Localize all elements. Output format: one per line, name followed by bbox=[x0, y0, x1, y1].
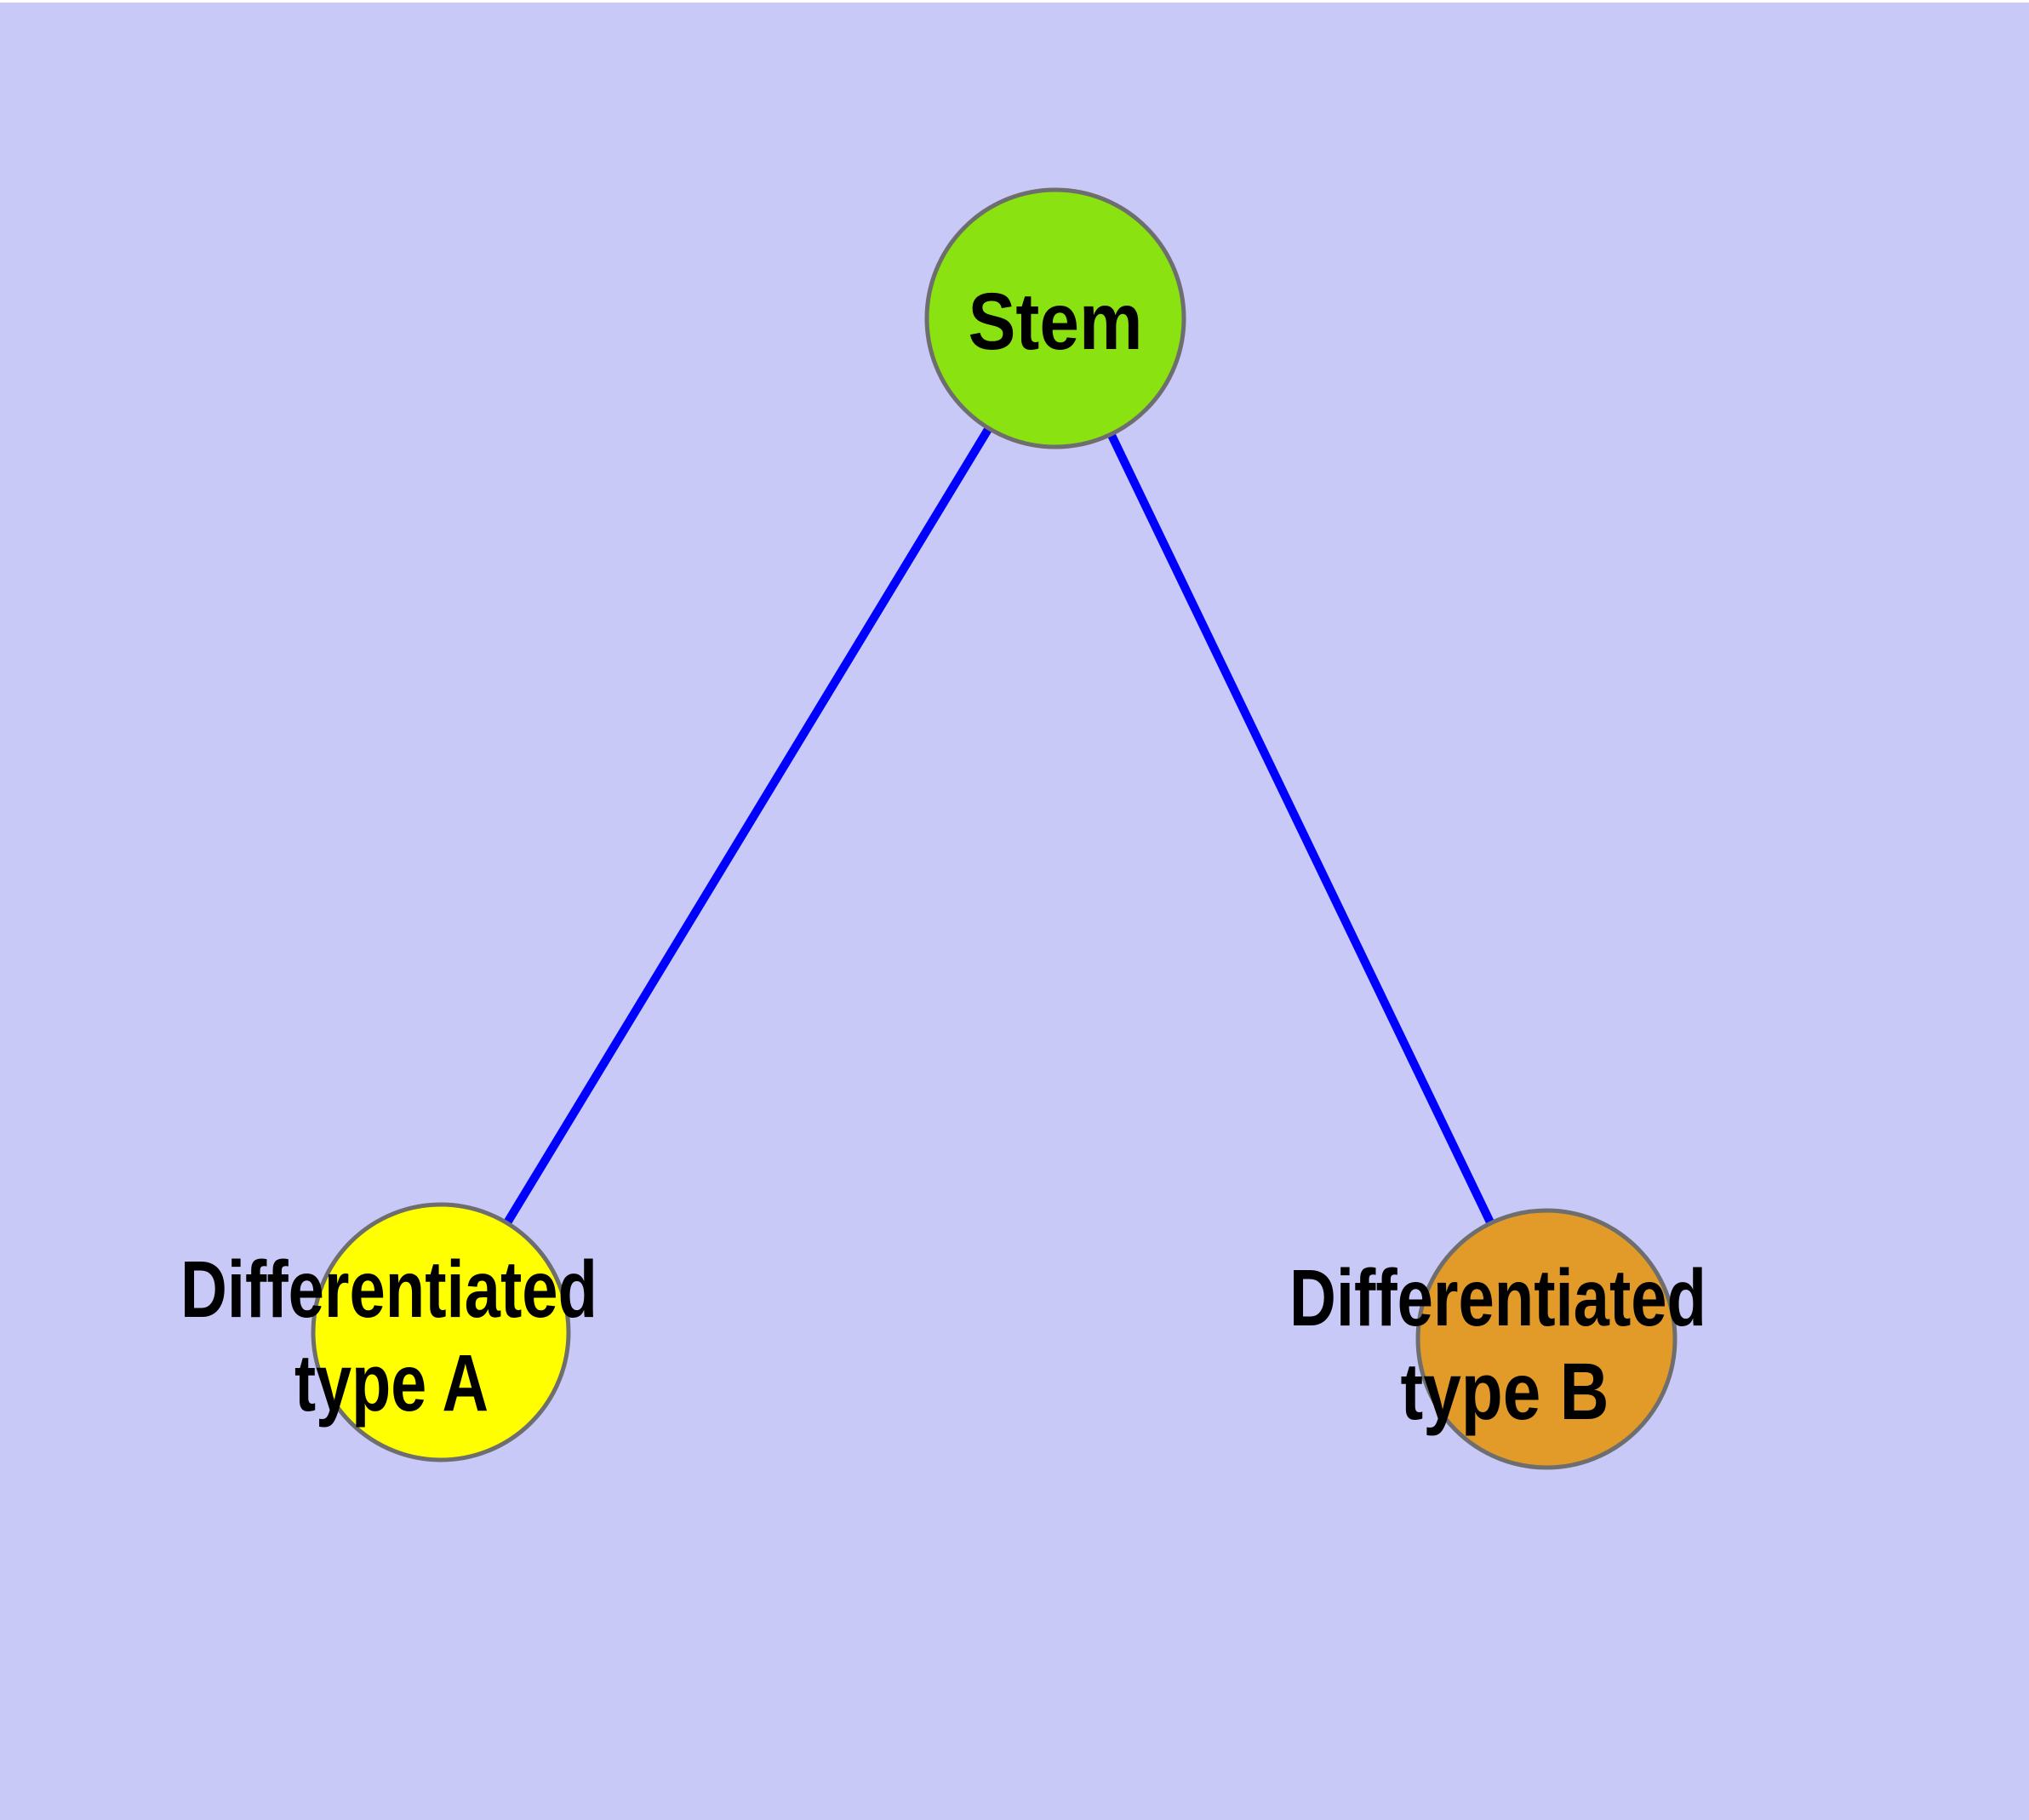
edge-stem-to-type-a bbox=[437, 316, 1060, 1335]
node-type-a-label-line1: Differentiated bbox=[180, 1245, 597, 1335]
node-stem-label: Stem bbox=[969, 277, 1143, 367]
top-margin-strip bbox=[0, 0, 2029, 3]
node-type-a bbox=[311, 1202, 571, 1462]
node-type-a-label-line2: type A bbox=[294, 1338, 489, 1428]
edge-stem-to-type-b bbox=[1051, 316, 1551, 1342]
node-type-b-label-line1: Differentiated bbox=[1289, 1253, 1706, 1343]
node-type-b bbox=[1415, 1208, 1677, 1470]
node-type-b-label-line2: type B bbox=[1401, 1347, 1609, 1437]
node-stem bbox=[924, 187, 1186, 449]
